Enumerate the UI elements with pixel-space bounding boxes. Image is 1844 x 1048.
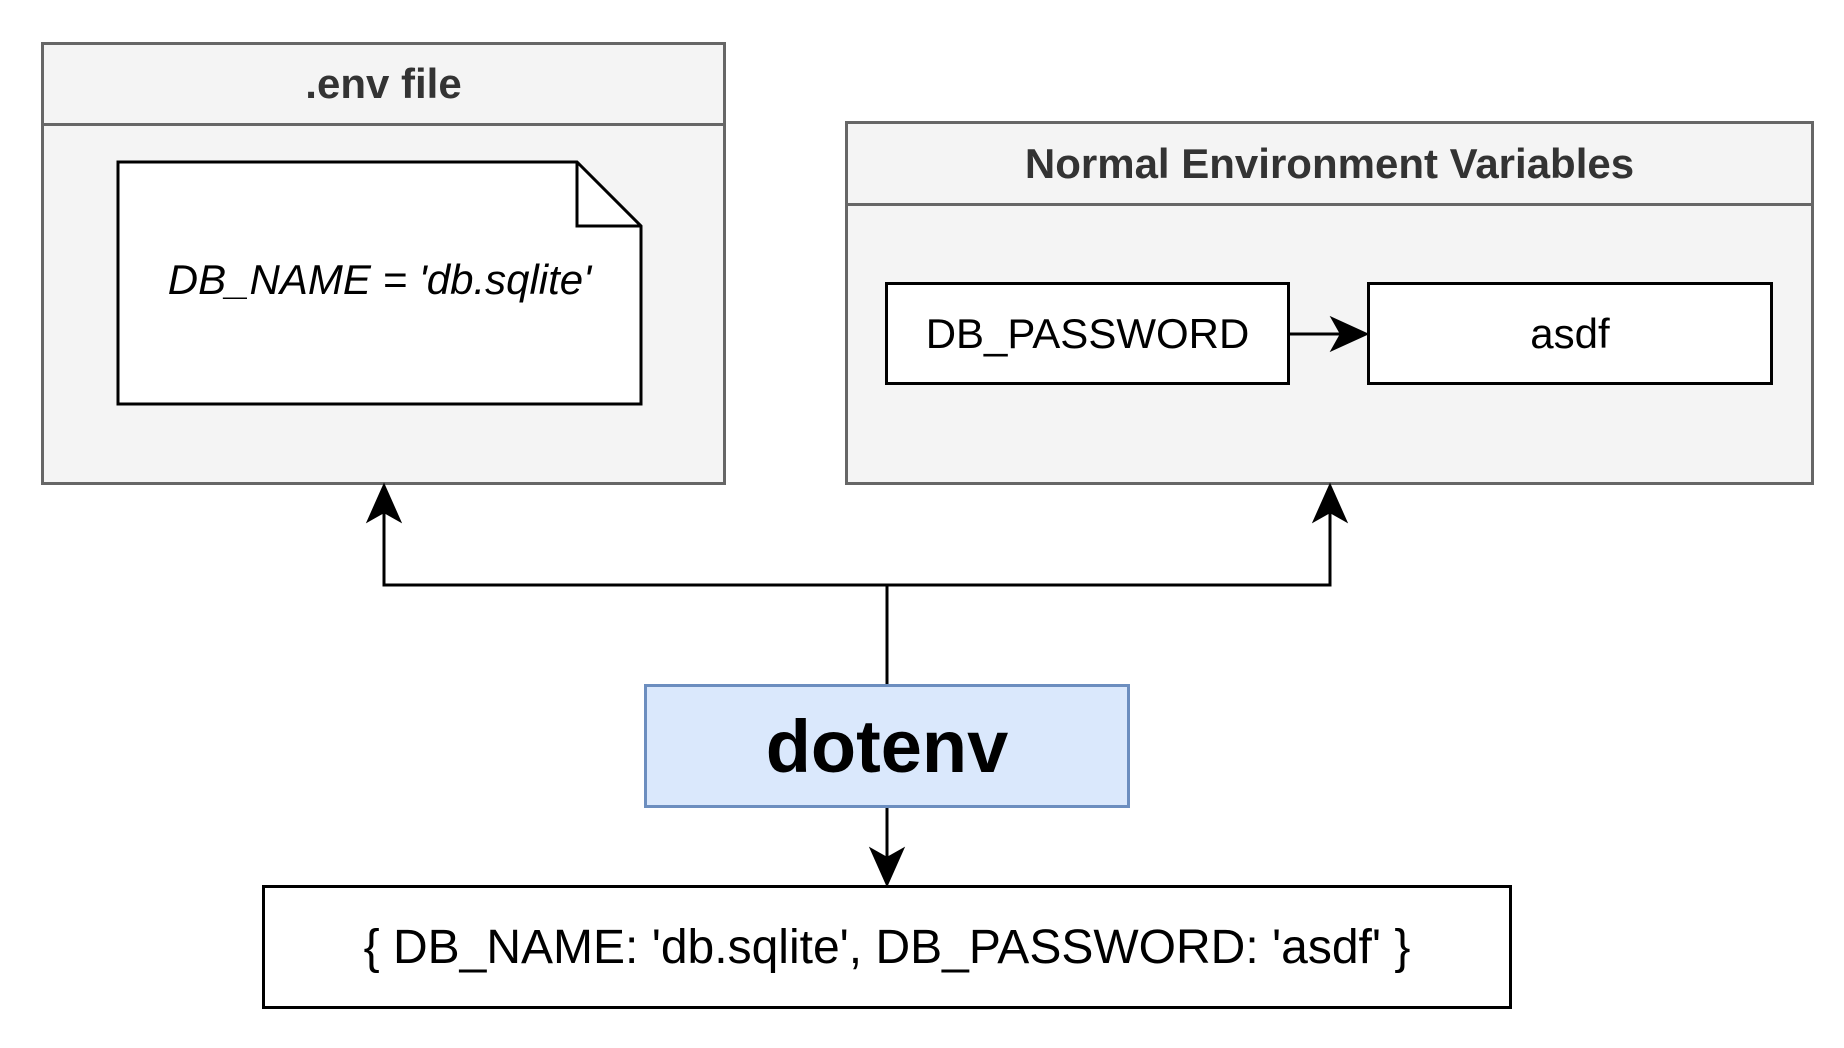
arrow-to-env-file [365,482,403,524]
env-note-text: DB_NAME = 'db.sqlite' [167,256,592,303]
env-key-box: DB_PASSWORD [885,282,1290,385]
normal-env-title: Normal Environment Variables [848,124,1811,206]
arrow-to-normal-env [1311,482,1349,524]
env-file-title: .env file [44,45,723,126]
dotenv-to-result-arrow [868,808,906,888]
env-value-box: asdf [1367,282,1773,385]
dotenv-to-sources-connector [382,500,1332,684]
result-box: { DB_NAME: 'db.sqlite', DB_PASSWORD: 'as… [262,885,1512,1009]
dotenv-box: dotenv [644,684,1130,808]
